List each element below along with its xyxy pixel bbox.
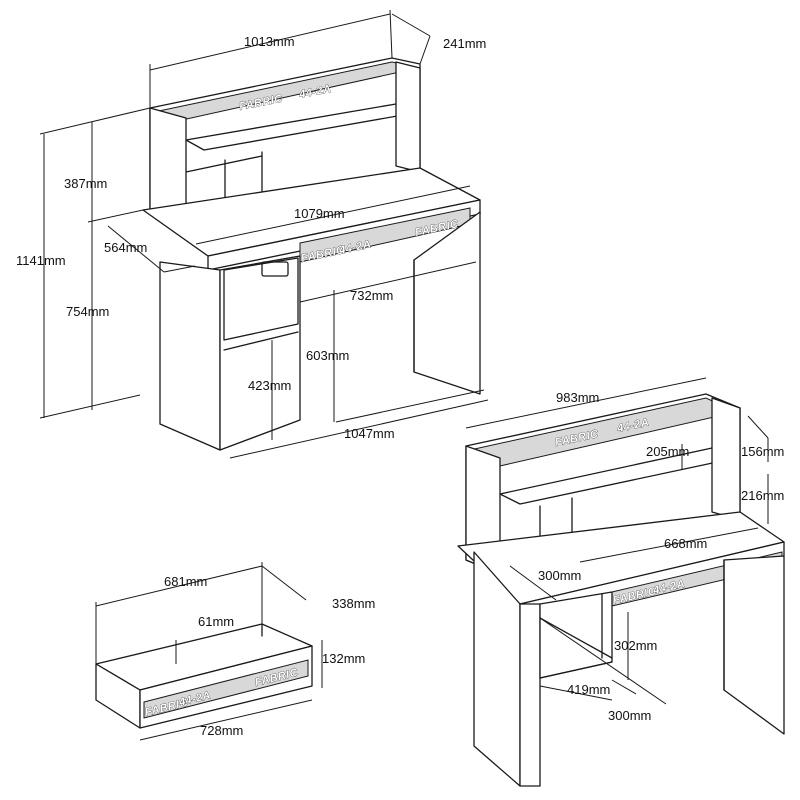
right-leg — [413, 211, 481, 395]
dim-drawer-depth: 338mm — [332, 596, 375, 611]
dim-drawer-width: 681mm — [164, 574, 207, 589]
dim-hutch-width: 1013mm — [244, 34, 295, 49]
dim-inner-width: 668mm — [664, 536, 707, 551]
dim-knee-height: 603mm — [306, 348, 349, 363]
back-cubby-shelf — [539, 661, 613, 679]
back-cubby-diag — [539, 617, 613, 659]
hutch-partition-top — [185, 155, 263, 173]
dim-knee-width: 419mm — [567, 682, 610, 697]
dim-base-width: 1047mm — [344, 426, 395, 441]
dim-total-height: 1141mm — [16, 253, 66, 268]
dim-drawer-height: 302mm — [614, 638, 657, 653]
dim-desk-width: 1079mm — [294, 206, 345, 221]
desk-dimensions: 1013mm 241mm 1141mm 387mm 754mm 564mm 10… — [16, 9, 489, 459]
desk-back-view: FABRIC 44-2A FABRIC 44-2A FABRIC — [457, 393, 785, 787]
dim-drawer-side-height: 61mm — [198, 614, 234, 629]
dim-hutch-inner-width: 983mm — [556, 390, 599, 405]
drawer-view: FABRIC 44-2A FABRIC — [95, 623, 313, 729]
pedestal-side — [159, 261, 221, 451]
pedestal-shelf — [223, 331, 299, 351]
dim-shelf-depth: 205mm — [646, 444, 689, 459]
dim-desk-height: 754mm — [66, 304, 109, 319]
dim-desk-depth: 564mm — [104, 240, 147, 255]
desk-back-dimensions: 983mm 205mm 156mm 216mm 668mm 300mm 302m… — [465, 377, 784, 723]
dim-door-height: 423mm — [248, 378, 291, 393]
dim-lower-gap: 216mm — [741, 488, 784, 503]
dim-cubby-depth: 300mm — [608, 708, 651, 723]
desk-front-view: FABRIC 44-2A FABRIC 44-2A FABRIC — [142, 57, 481, 451]
dim-hutch-height: 387mm — [64, 176, 107, 191]
back-hutch-right-side — [711, 397, 741, 521]
back-right-leg — [723, 555, 785, 735]
dim-cubby-width: 300mm — [538, 568, 581, 583]
dim-drawer-width: 732mm — [350, 288, 393, 303]
back-cubby — [539, 591, 613, 679]
dim-hutch-depth: 241mm — [443, 36, 486, 51]
door-handle — [261, 261, 289, 277]
dim-upper-gap: 156mm — [741, 444, 784, 459]
drawer-dimensions: 681mm 338mm 61mm 132mm 728mm — [95, 562, 375, 741]
hutch-right-side — [395, 61, 421, 173]
drawer-front-band — [143, 659, 309, 719]
dim-drawer-height: 132mm — [322, 651, 365, 666]
back-left-front — [519, 603, 541, 787]
dim-drawer-front-width: 728mm — [200, 723, 243, 738]
